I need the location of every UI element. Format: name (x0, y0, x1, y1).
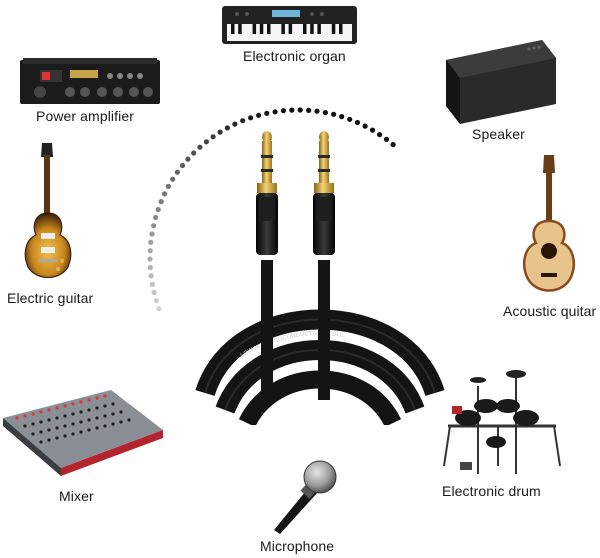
arc-dot (331, 111, 337, 117)
arc-dot (148, 239, 154, 245)
arc-dot (280, 108, 286, 114)
amplifier-icon (20, 58, 160, 104)
arc-dot (203, 139, 209, 145)
arc-dot (369, 127, 376, 133)
arc-dot (217, 129, 223, 135)
arc-dot (289, 107, 295, 113)
device-label-power-amplifier: Power amplifier (36, 108, 134, 124)
audio-cable: LOW NOISE NOCONDUCTIVE CABLE (195, 131, 445, 425)
right-plug (313, 131, 335, 255)
arc-dot (339, 114, 345, 120)
device-label-acoustic-guitar: Acoustic quitar (503, 303, 597, 319)
arc-dot (232, 121, 238, 127)
arc-dot (149, 231, 155, 237)
arc-dot (264, 110, 270, 116)
arc-dot (197, 144, 203, 150)
arc-dot (151, 223, 157, 229)
drum-kit-icon (443, 370, 561, 474)
arc-dot (155, 206, 161, 213)
arc-dot (174, 169, 180, 175)
device-label-electronic-drum: Electronic drum (442, 483, 541, 499)
arc-dot (162, 191, 168, 197)
acoustic-guitar-icon (523, 155, 575, 292)
speaker-icon (446, 40, 556, 124)
arc-dot (148, 273, 154, 279)
arc-dot (158, 199, 164, 205)
arc-dot (248, 115, 254, 121)
arc-dot (165, 183, 171, 189)
arc-dot (185, 156, 191, 162)
device-label-microphone: Microphone (260, 538, 335, 554)
arc-dot (224, 125, 230, 131)
arc-dot (153, 298, 159, 304)
electric-guitar-icon (24, 143, 72, 278)
arc-dot (191, 150, 197, 156)
arc-dot (347, 116, 353, 122)
arc-dot (153, 214, 159, 221)
arc-dot (151, 289, 157, 296)
arc-dot (147, 256, 153, 262)
arc-dot (147, 264, 153, 271)
arc-dot (383, 136, 390, 142)
arc-dot (170, 176, 176, 182)
arc-dot (354, 119, 361, 126)
arc-dot (314, 108, 320, 114)
arc-dot (362, 123, 368, 129)
keyboard-icon (222, 6, 357, 44)
arc-dot (147, 248, 153, 254)
arc-dot (156, 306, 162, 312)
left-plug (256, 131, 278, 255)
arc-dot (306, 107, 312, 113)
arc-dot (179, 162, 186, 169)
arc-dot (240, 118, 246, 124)
mixer-icon (3, 390, 163, 476)
device-label-mixer: Mixer (59, 488, 94, 504)
arc-dot (322, 110, 328, 116)
microphone-icon (274, 460, 337, 534)
device-label-electric-guitar: Electric guitar (7, 290, 94, 306)
arc-dot (149, 281, 155, 287)
arc-dot (390, 142, 396, 148)
arc-dot (377, 132, 383, 138)
device-label-speaker: Speaker (472, 126, 525, 142)
arc-dot (210, 134, 216, 140)
arc-dot (297, 107, 303, 113)
arc-dot (256, 112, 262, 118)
arc-dot (272, 109, 278, 115)
device-label-electronic-organ: Electronic organ (243, 48, 346, 64)
